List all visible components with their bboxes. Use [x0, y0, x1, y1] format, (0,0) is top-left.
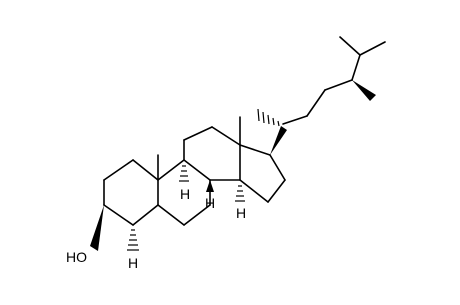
- side-chain: [282, 36, 386, 125]
- angular-methyls: [157, 116, 241, 181]
- ring-d: [239, 144, 286, 203]
- hydroxyl-label: HO: [66, 249, 87, 265]
- c8-h-wedge: [206, 180, 214, 192]
- h-c5-label: H: [128, 255, 138, 271]
- c3-oh-wedge: [90, 205, 104, 251]
- ring-a: [103, 159, 159, 226]
- h-c8-label: H: [205, 195, 215, 211]
- c24-methyl-wedge: [352, 80, 376, 101]
- c14-h-hash: [235, 185, 245, 202]
- c17-c20-wedge: [270, 126, 287, 155]
- h-c9-label: H: [180, 186, 190, 202]
- c5-h-hash: [127, 229, 139, 251]
- h-c14-label: H: [236, 205, 246, 221]
- atom-labels: HO H H H H: [66, 186, 246, 271]
- c9-h-hash: [179, 165, 189, 182]
- ring-c: [183, 126, 241, 181]
- ring-b: [157, 159, 211, 226]
- c20-methyl-hash: [257, 108, 280, 127]
- stereo-bonds: [90, 80, 376, 251]
